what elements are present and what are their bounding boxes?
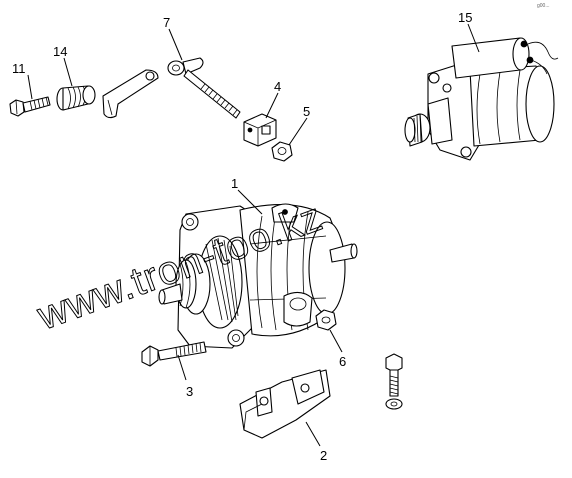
part-11-bolt — [9, 96, 51, 117]
callout-5: 5 — [303, 104, 310, 119]
part-2-mounting-bracket — [239, 369, 331, 439]
part-1-alternator — [158, 203, 358, 349]
leader-14 — [63, 57, 73, 87]
leader-2 — [305, 421, 321, 447]
part-5-nut — [271, 141, 293, 162]
part-7-adjusting-link — [167, 57, 241, 119]
callout-15: 15 — [458, 10, 472, 25]
leader-11 — [27, 74, 33, 100]
callout-3: 3 — [186, 384, 193, 399]
part-4-clamp-block — [243, 113, 277, 147]
callout-14: 14 — [53, 44, 67, 59]
leader-3 — [177, 354, 187, 381]
callout-6: 6 — [339, 354, 346, 369]
callout-11: 11 — [12, 61, 26, 76]
leader-4 — [265, 92, 279, 119]
part-15-starter-motor — [404, 37, 559, 161]
leader-lines — [27, 23, 480, 447]
tension-bracket-strap — [102, 69, 159, 119]
callout-labels: 11 14 7 4 5 15 1 3 6 2 — [12, 10, 472, 463]
loose-bolt-and-washer — [385, 353, 403, 410]
leader-1 — [237, 189, 263, 215]
leader-7 — [168, 28, 183, 61]
callout-4: 4 — [274, 79, 281, 94]
leader-6 — [329, 329, 343, 353]
part-14-spring — [56, 85, 96, 111]
leader-15 — [467, 23, 480, 53]
callout-2: 2 — [320, 448, 327, 463]
part-6-nut — [315, 309, 337, 331]
callout-1: 1 — [231, 176, 238, 191]
corner-mark: g00... — [537, 3, 550, 9]
callout-7: 7 — [163, 15, 170, 30]
leader-5 — [288, 117, 308, 146]
part-3-bolt — [141, 341, 207, 367]
